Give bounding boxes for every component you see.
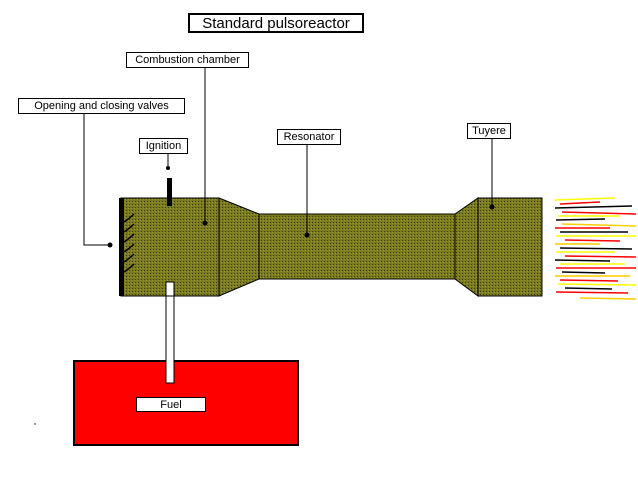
valve-plate [119,198,124,296]
valve-flaps [123,213,135,273]
spark-plug [167,178,172,206]
label-valves: Opening and closing valves [18,98,185,114]
combustion-chamber-body [120,197,220,297]
fuel-pipe [165,281,175,384]
label-resonator: Resonator [277,129,341,145]
exhaust-flames [554,197,637,300]
fuel-inlet [165,281,175,297]
label-tuyere: Tuyere [467,123,511,139]
stray-dot [34,423,36,425]
leader-dots [107,166,495,248]
converging-cone [218,197,260,297]
label-ignition: Ignition [139,138,188,154]
tuyere-body [477,197,543,297]
leader-lines [83,67,493,246]
label-fuel: Fuel [136,397,206,412]
resonator-tube [258,213,456,280]
leader-valves [83,114,110,246]
diverging-cone [454,197,479,297]
label-combustion-chamber: Combustion chamber [126,52,249,68]
diagram-title: Standard pulsoreactor [188,13,364,33]
